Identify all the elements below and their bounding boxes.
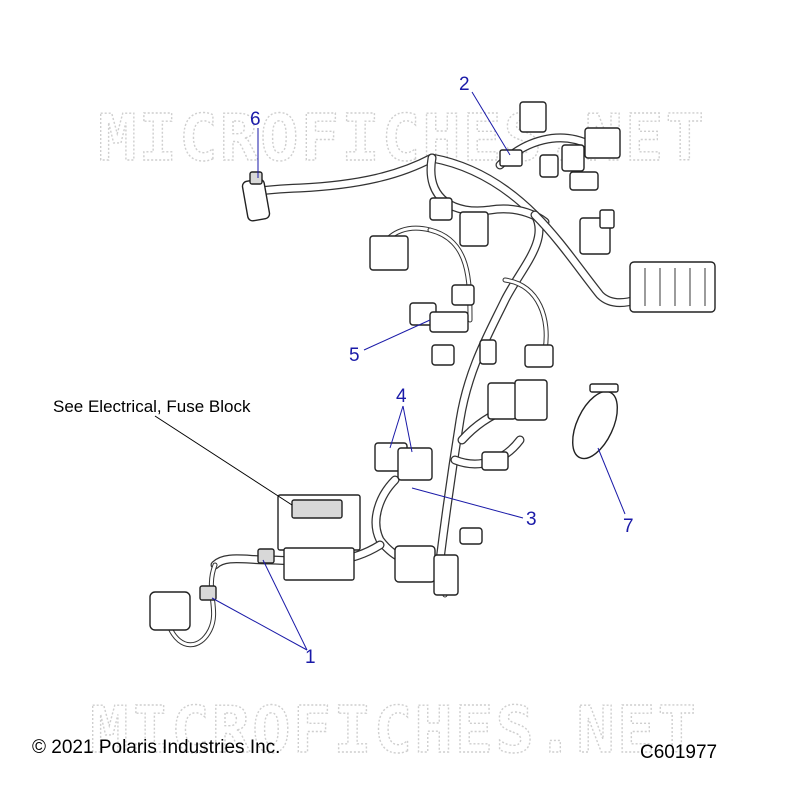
callout-4: 4	[389, 386, 413, 453]
callout-number: 2	[459, 74, 470, 95]
copyright-text: © 2021 Polaris Industries Inc.	[32, 737, 280, 758]
callout-6: 6	[250, 109, 261, 178]
callout-number: 6	[250, 109, 261, 130]
connectors	[149, 101, 716, 631]
fuse-block-note: See Electrical, Fuse Block	[53, 397, 293, 506]
callout-3: 3	[411, 487, 537, 530]
callout-5: 5	[349, 319, 431, 366]
callout-number: 5	[349, 345, 360, 366]
callout-7: 7	[597, 447, 634, 537]
callout-1: 1	[211, 559, 316, 668]
watermark-bottom: MICROFICHES.NET	[90, 694, 698, 768]
callout-number: 7	[623, 516, 634, 537]
callout-number: 3	[526, 509, 537, 530]
callout-number: 4	[396, 386, 407, 407]
callout-number: 1	[305, 647, 316, 668]
callout-2: 2	[459, 74, 511, 156]
note-text: See Electrical, Fuse Block	[53, 397, 251, 416]
diagram-code: C601977	[640, 742, 717, 763]
